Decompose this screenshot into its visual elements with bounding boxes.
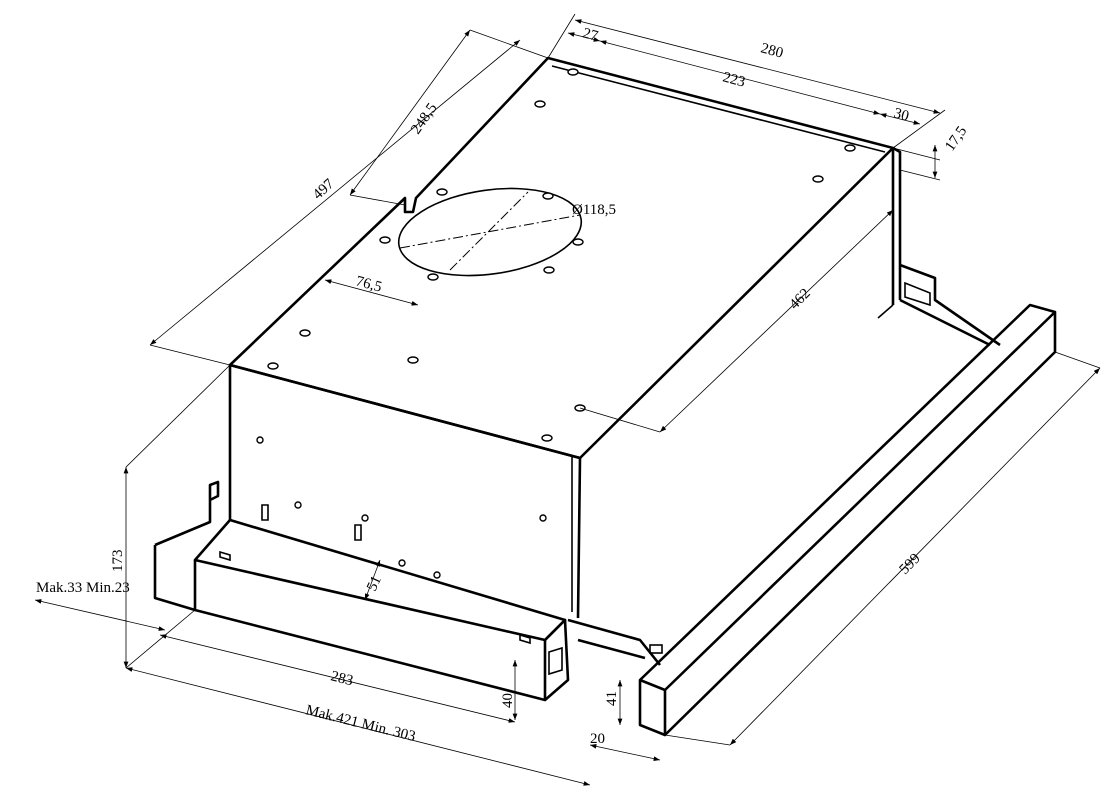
extension-lines-599 (664, 351, 1101, 746)
extension-lines-top (547, 13, 946, 149)
hole (433, 571, 441, 579)
dim-line-599 (729, 367, 1101, 746)
long-bar (638, 303, 1057, 737)
dim-280: 280 (759, 40, 785, 61)
hole (398, 559, 406, 567)
dim-line-248-5 (349, 29, 471, 196)
dim-76-5: 76,5 (354, 273, 383, 295)
hole (256, 436, 264, 444)
hole (436, 188, 448, 196)
front-bar-end-slot (548, 646, 563, 676)
dim-line-mak33 (34, 599, 166, 631)
dim-line-27 (567, 32, 601, 42)
front-slots (261, 504, 362, 541)
side-rail (567, 263, 1057, 737)
extension-lines-173 (125, 364, 231, 669)
hood-body (228, 56, 902, 619)
extension-lines-left (149, 29, 549, 366)
hole (543, 266, 555, 274)
dim-41: 41 (604, 691, 620, 706)
hole (567, 68, 579, 76)
dim-223: 223 (721, 69, 747, 90)
dim-diameter: Ø118,5 (572, 202, 616, 218)
dim-line-30 (879, 113, 921, 125)
hole (534, 100, 546, 108)
hole (541, 434, 553, 442)
dimension-lines (34, 13, 1101, 786)
front-bar (153, 480, 570, 702)
rail-clip (649, 644, 663, 654)
hole (572, 238, 584, 246)
dim-mak421: Mak.421 Min. 303 (304, 702, 417, 745)
dim-line-mak421 (125, 667, 591, 786)
hole (361, 514, 369, 522)
hole (299, 329, 311, 337)
dim-mak33: Mak.33 Min.23 (36, 580, 130, 596)
hole (407, 356, 419, 364)
dim-497: 497 (310, 176, 338, 203)
right-face (891, 146, 902, 305)
dim-173: 173 (110, 550, 126, 573)
dim-27: 27 (581, 25, 600, 44)
dim-line-20 (589, 743, 661, 762)
dim-line-497 (149, 39, 521, 346)
rail-front (567, 618, 662, 666)
dim-30: 30 (892, 105, 911, 124)
dim-line-223 (599, 40, 881, 115)
rail-back (899, 263, 1001, 347)
right-lower-edge (877, 304, 894, 319)
hole (294, 501, 302, 509)
dim-line-51 (364, 559, 381, 601)
dim-20: 20 (590, 731, 605, 747)
dim-51: 51 (364, 573, 385, 593)
hole (379, 236, 391, 244)
bar-slots (219, 550, 531, 645)
hole (812, 175, 824, 183)
dim-599: 599 (897, 551, 924, 578)
mounting-holes (256, 68, 856, 579)
left-bracket (153, 480, 220, 612)
dim-line-462 (659, 209, 894, 433)
dim-248-5: 248,5 (408, 100, 440, 137)
extension-lines-17-5 (892, 147, 941, 181)
duct-centerlines (399, 191, 581, 271)
dim-line-76-5 (324, 279, 419, 306)
top-face (228, 56, 895, 460)
extension-line-462 (579, 407, 661, 433)
dim-17-5: 17,5 (942, 124, 970, 155)
rail-bracket (904, 281, 931, 307)
dim-line-280 (574, 19, 941, 114)
dim-40: 40 (500, 693, 516, 708)
dim-283: 283 (329, 668, 355, 689)
hole (267, 362, 279, 370)
hole (539, 514, 547, 522)
hole (427, 273, 439, 281)
hole (844, 144, 856, 152)
hole (542, 192, 554, 200)
front-face (228, 363, 582, 619)
top-rim-edge (551, 65, 886, 153)
